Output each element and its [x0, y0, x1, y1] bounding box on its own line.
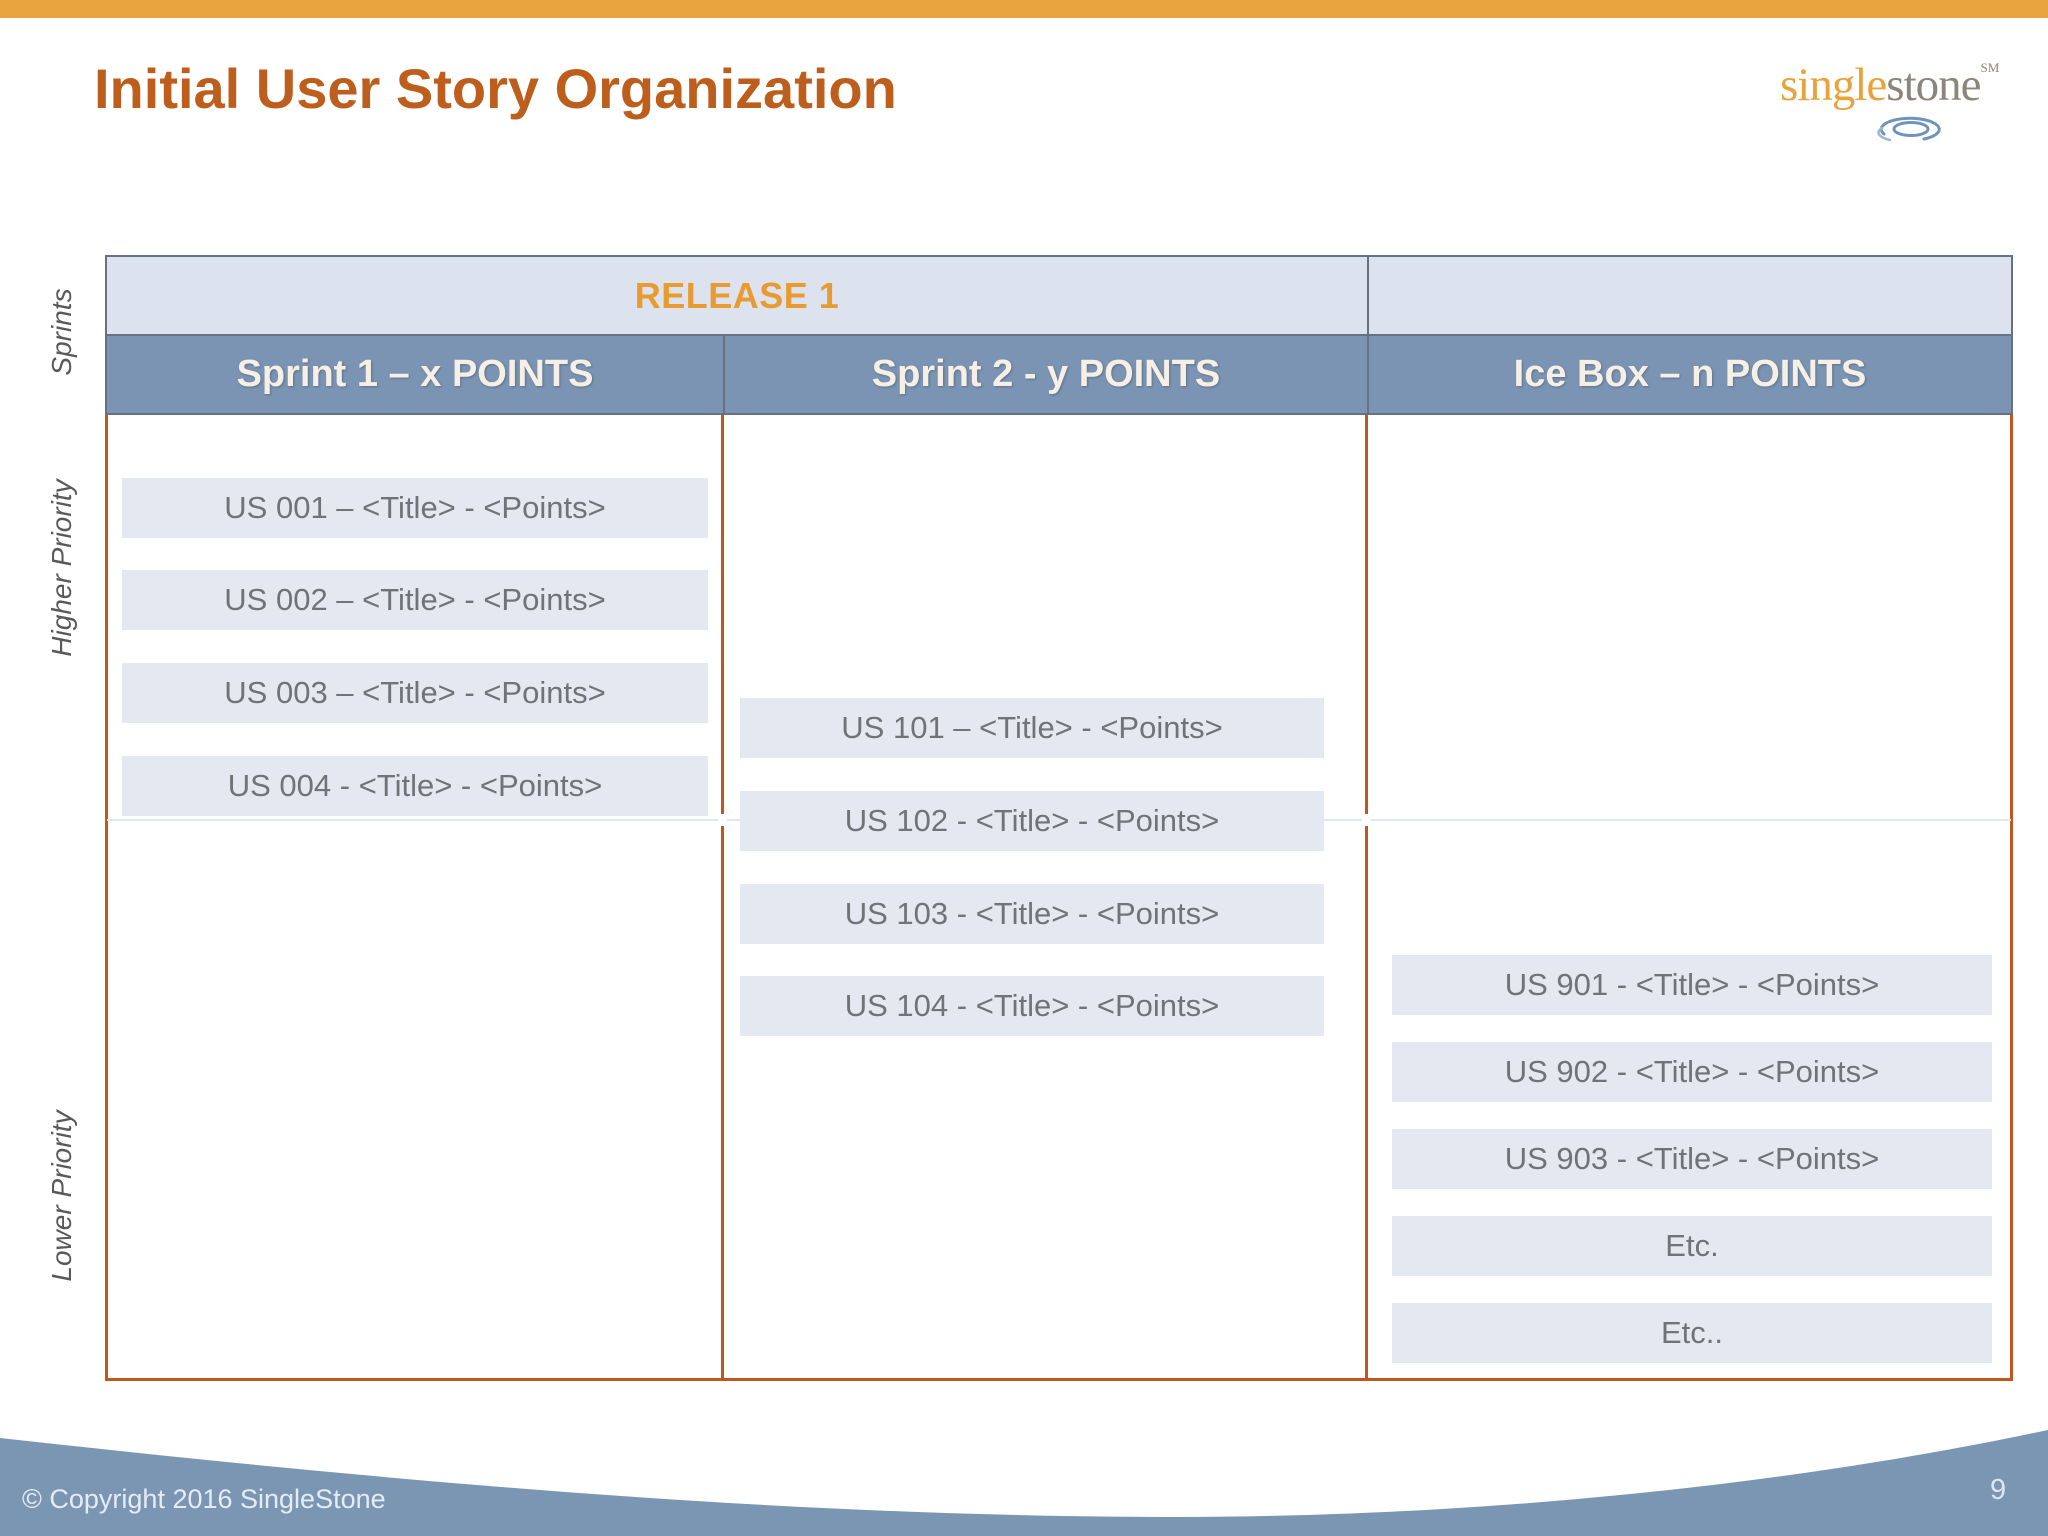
column-header-sprint1: Sprint 1 – x POINTS: [105, 334, 725, 415]
story-card-us902: US 902 - <Title> - <Points>: [1392, 1042, 1992, 1102]
story-card-us101: US 101 – <Title> - <Points>: [740, 698, 1324, 758]
release-header-label: RELEASE 1: [634, 274, 840, 316]
page-number: 9: [1990, 1474, 2007, 1506]
story-card-us901: US 901 - <Title> - <Points>: [1392, 955, 1992, 1015]
icebox-top-cell: [1367, 255, 2013, 336]
singlestone-logo: singlestoneSM: [1780, 58, 2030, 158]
release-header-cell: RELEASE 1: [105, 255, 1369, 336]
page-title: Initial User Story Organization: [94, 57, 897, 120]
story-card-us003: US 003 – <Title> - <Points>: [122, 663, 708, 723]
story-card-us102: US 102 - <Title> - <Points>: [740, 791, 1324, 851]
divider-notch: [1362, 814, 1371, 826]
story-card-us104: US 104 - <Title> - <Points>: [740, 976, 1324, 1036]
logo-word-single: single: [1780, 59, 1887, 111]
axis-label-lower-priority: Lower Priority: [46, 1110, 77, 1282]
logo-service-mark: SM: [1980, 60, 2000, 75]
column-header-sprint2: Sprint 2 - y POINTS: [723, 334, 1369, 415]
top-accent-bar: [0, 0, 2048, 18]
column-divider-2: [1365, 415, 1368, 1381]
logo-word-stone: stone: [1886, 59, 1981, 111]
story-card-us903: US 903 - <Title> - <Points>: [1392, 1129, 1992, 1189]
story-card-us004: US 004 - <Title> - <Points>: [122, 756, 708, 816]
column-divider-1: [721, 415, 724, 1381]
column-header-icebox: Ice Box – n POINTS: [1367, 334, 2013, 415]
copyright-text: © Copyright 2016 SingleStone: [22, 1484, 386, 1514]
logo-wordmark: singlestoneSM: [1780, 59, 1999, 111]
story-card-us001: US 001 – <Title> - <Points>: [122, 478, 708, 538]
axis-label-higher-priority: Higher Priority: [46, 479, 77, 657]
divider-notch: [718, 814, 727, 826]
footer-wave: [0, 1430, 2048, 1536]
story-card-us103: US 103 - <Title> - <Points>: [740, 884, 1324, 944]
axis-label-sprints: Sprints: [46, 288, 77, 376]
story-card-etc-1: Etc.: [1392, 1216, 1992, 1276]
story-card-us002: US 002 – <Title> - <Points>: [122, 570, 708, 630]
story-card-etc-2: Etc..: [1392, 1303, 1992, 1363]
ripple-icon: [1877, 116, 1941, 142]
